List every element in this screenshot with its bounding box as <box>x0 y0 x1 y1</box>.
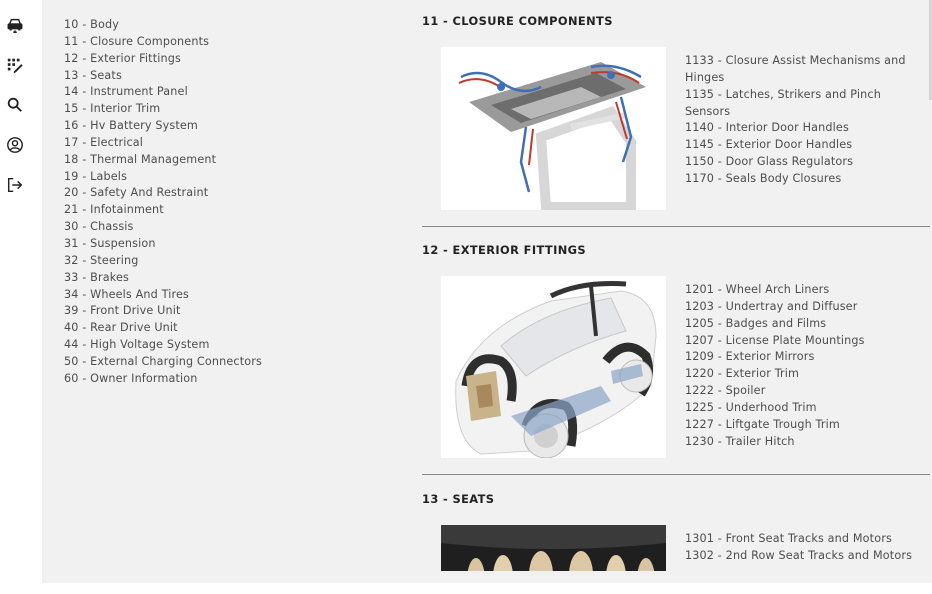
section-divider <box>422 474 930 475</box>
category-item-16[interactable]: 16 - Hv Battery System <box>64 119 198 133</box>
category-item-39[interactable]: 39 - Front Drive Unit <box>64 304 181 318</box>
car-icon[interactable] <box>4 14 26 36</box>
logout-icon[interactable] <box>4 174 26 196</box>
section-title: 12 - EXTERIOR FITTINGS <box>422 243 586 257</box>
category-item-50[interactable]: 50 - External Charging Connectors <box>64 354 262 368</box>
category-item-40[interactable]: 40 - Rear Drive Unit <box>64 321 178 335</box>
category-item-14[interactable]: 14 - Instrument Panel <box>64 85 188 99</box>
category-item-34[interactable]: 34 - Wheels And Tires <box>64 287 190 301</box>
closure-components-image[interactable] <box>441 47 666 210</box>
category-item-15[interactable]: 15 - Interior Trim <box>64 102 161 116</box>
category-item-10[interactable]: 10 - Body <box>64 18 119 31</box>
subcategory-item-1170[interactable]: 1170 - Seals Body Closures <box>685 171 842 185</box>
subcategory-list: 1301 - Front Seat Tracks and Motors 1302… <box>685 531 917 565</box>
exterior-fittings-image[interactable] <box>441 276 666 458</box>
subcategory-item-1201[interactable]: 1201 - Wheel Arch Liners <box>685 283 830 296</box>
category-item-30[interactable]: 30 - Chassis <box>64 220 134 234</box>
category-item-18[interactable]: 18 - Thermal Management <box>64 152 217 166</box>
subcategory-item-1205[interactable]: 1205 - Badges and Films <box>685 316 827 330</box>
scrollbar[interactable] <box>929 0 932 100</box>
subcategory-item-1203[interactable]: 1203 - Undertray and Diffuser <box>685 299 858 313</box>
subcategory-item-1230[interactable]: 1230 - Trailer Hitch <box>685 434 795 448</box>
user-circle-icon[interactable] <box>4 134 26 156</box>
subcategory-item-1209[interactable]: 1209 - Exterior Mirrors <box>685 350 815 364</box>
subcategory-item-1301[interactable]: 1301 - Front Seat Tracks and Motors <box>685 532 892 545</box>
subcategory-item-1140[interactable]: 1140 - Interior Door Handles <box>685 121 849 135</box>
section-title: 11 - CLOSURE COMPONENTS <box>422 14 613 28</box>
category-item-60[interactable]: 60 - Owner Information <box>64 371 198 385</box>
bottom-bar <box>0 583 932 594</box>
section-divider <box>422 226 930 227</box>
subcategory-item-1150[interactable]: 1150 - Door Glass Regulators <box>685 155 854 169</box>
subcategory-item-1220[interactable]: 1220 - Exterior Trim <box>685 367 800 381</box>
search-icon[interactable] <box>4 94 26 116</box>
category-item-11[interactable]: 11 - Closure Components <box>64 34 210 48</box>
category-item-44[interactable]: 44 - High Voltage System <box>64 338 210 352</box>
category-item-13[interactable]: 13 - Seats <box>64 68 122 82</box>
subcategory-item-1222[interactable]: 1222 - Spoiler <box>685 384 766 398</box>
diagram-icon[interactable] <box>4 54 26 76</box>
category-item-21[interactable]: 21 - Infotainment <box>64 203 164 217</box>
category-item-33[interactable]: 33 - Brakes <box>64 270 129 284</box>
catalog-content: 11 - CLOSURE COMPONENTS <box>422 0 930 571</box>
subcategory-item-1302[interactable]: 1302 - 2nd Row Seat Tracks and Motors <box>685 548 913 562</box>
nav-rail <box>0 0 42 583</box>
subcategory-item-1133[interactable]: 1133 - Closure Assist Mechanisms and Hin… <box>685 54 906 84</box>
subcategory-item-1145[interactable]: 1145 - Exterior Door Handles <box>685 138 853 152</box>
subcategory-item-1135[interactable]: 1135 - Latches, Strikers and Pinch Senso… <box>685 87 881 118</box>
subcategory-item-1225[interactable]: 1225 - Underhood Trim <box>685 400 817 414</box>
section-title: 13 - SEATS <box>422 492 495 506</box>
category-item-19[interactable]: 19 - Labels <box>64 169 128 183</box>
subcategory-item-1227[interactable]: 1227 - Liftgate Trough Trim <box>685 417 840 431</box>
category-item-32[interactable]: 32 - Steering <box>64 253 139 267</box>
category-item-31[interactable]: 31 - Suspension <box>64 236 156 250</box>
subcategory-list: 1133 - Closure Assist Mechanisms and Hin… <box>685 53 917 188</box>
category-item-20[interactable]: 20 - Safety And Restraint <box>64 186 209 200</box>
seats-image[interactable] <box>441 525 666 571</box>
category-item-12[interactable]: 12 - Exterior Fittings <box>64 51 181 65</box>
category-list: 10 - Body 11 - Closure Components 12 - E… <box>64 17 384 388</box>
category-item-17[interactable]: 17 - Electrical <box>64 135 144 149</box>
subcategory-item-1207[interactable]: 1207 - License Plate Mountings <box>685 333 865 347</box>
subcategory-list: 1201 - Wheel Arch Liners 1203 - Undertra… <box>685 282 917 450</box>
